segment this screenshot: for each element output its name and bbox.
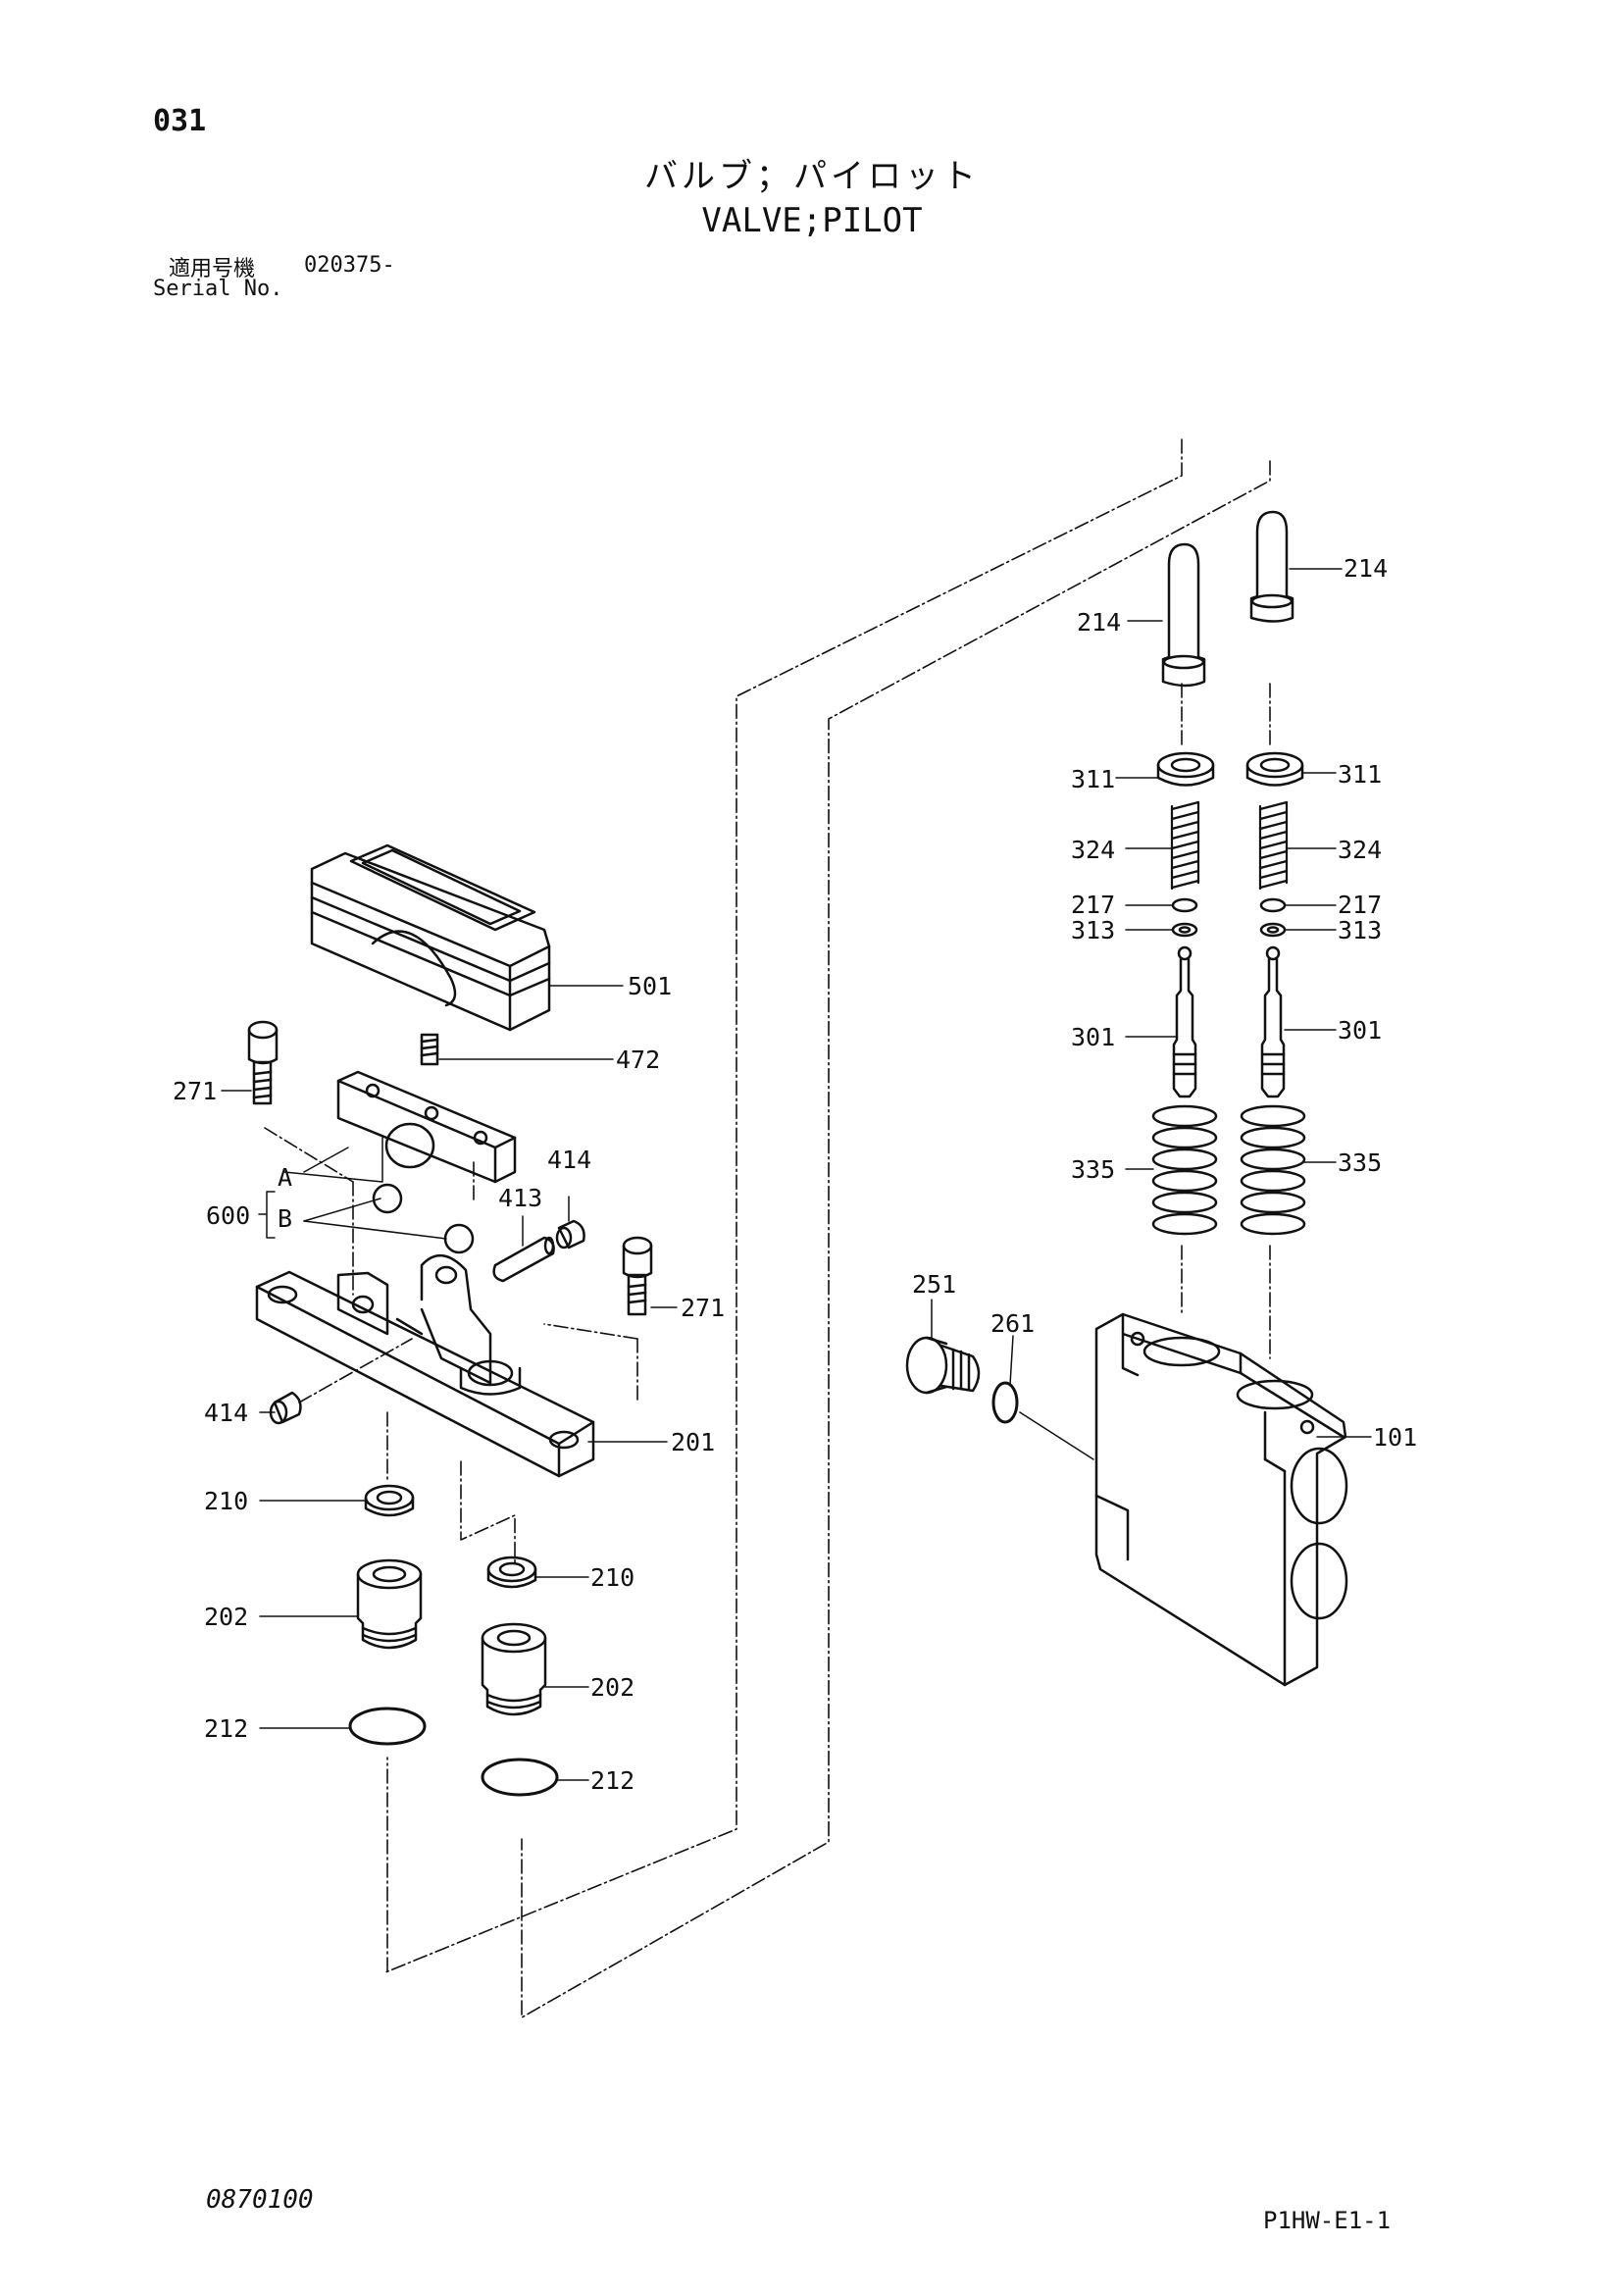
assembly-guide-lines bbox=[264, 438, 1271, 2018]
serial-number-value: 020375- bbox=[304, 253, 395, 278]
part-271-bolt-top bbox=[247, 1020, 279, 1105]
callout-214-right: 214 bbox=[1344, 554, 1389, 583]
callout-335-left: 335 bbox=[1071, 1155, 1116, 1184]
callout-313-right: 313 bbox=[1338, 916, 1383, 944]
serial-label-english: Serial No. bbox=[153, 277, 283, 301]
callout-251: 251 bbox=[912, 1270, 957, 1299]
callout-214-left: 214 bbox=[1077, 608, 1122, 637]
callout-202-right: 202 bbox=[590, 1673, 635, 1702]
part-600-cam-plate bbox=[336, 1070, 517, 1254]
callout-201: 201 bbox=[671, 1428, 716, 1456]
part-217-left bbox=[1171, 897, 1198, 913]
callout-271-top: 271 bbox=[173, 1077, 218, 1105]
callout-301-right: 301 bbox=[1338, 1016, 1383, 1045]
part-414-bushing-top bbox=[555, 1219, 585, 1250]
part-324-right bbox=[1258, 800, 1289, 891]
callout-217-right: 217 bbox=[1338, 891, 1383, 919]
part-201-base-plate bbox=[255, 1254, 595, 1478]
title-japanese: バルブ；パイロット bbox=[644, 157, 980, 196]
callout-212-left: 212 bbox=[204, 1714, 249, 1743]
callout-210-left: 210 bbox=[204, 1487, 249, 1515]
callout-324-left: 324 bbox=[1071, 836, 1116, 864]
part-414-bushing-left bbox=[269, 1391, 302, 1425]
part-212-o-ring-right bbox=[481, 1758, 559, 1797]
part-202-plug-left bbox=[356, 1558, 423, 1650]
callout-600-B: B bbox=[278, 1204, 293, 1233]
callout-414-left: 414 bbox=[204, 1399, 249, 1427]
part-313-left bbox=[1171, 922, 1198, 938]
sheet-code: P1HW-E1-1 bbox=[1263, 2207, 1392, 2234]
part-210-seal-right bbox=[486, 1556, 537, 1589]
part-101-valve-body bbox=[1094, 1312, 1348, 1687]
callout-261: 261 bbox=[990, 1309, 1036, 1338]
part-251-plug bbox=[905, 1336, 981, 1395]
callout-324-right: 324 bbox=[1338, 836, 1383, 864]
callout-101: 101 bbox=[1373, 1423, 1418, 1452]
callout-217-left: 217 bbox=[1071, 891, 1116, 919]
part-324-left bbox=[1170, 800, 1200, 891]
part-261-o-ring bbox=[991, 1381, 1019, 1424]
part-214-left bbox=[1161, 542, 1206, 688]
callout-472: 472 bbox=[616, 1046, 661, 1074]
leader-lines bbox=[221, 568, 1372, 1781]
part-313-right bbox=[1259, 922, 1287, 938]
callout-271-right: 271 bbox=[681, 1294, 726, 1322]
callout-311-right: 311 bbox=[1338, 760, 1383, 789]
part-311-left bbox=[1156, 751, 1215, 787]
callout-414-top: 414 bbox=[547, 1146, 592, 1174]
callout-311-left: 311 bbox=[1071, 765, 1116, 793]
part-301-right bbox=[1260, 945, 1286, 1098]
part-501-boot bbox=[310, 843, 551, 1032]
document-code: 0870100 bbox=[206, 2185, 314, 2215]
part-413-pin bbox=[492, 1236, 555, 1283]
callout-301-left: 301 bbox=[1071, 1023, 1116, 1051]
part-210-seal-left bbox=[364, 1484, 415, 1517]
callout-335-right: 335 bbox=[1338, 1148, 1383, 1177]
callout-202-left: 202 bbox=[204, 1603, 249, 1631]
part-335-right bbox=[1240, 1104, 1306, 1236]
callout-413: 413 bbox=[498, 1184, 543, 1212]
callout-600-A: A bbox=[278, 1163, 293, 1192]
page-number: 031 bbox=[153, 104, 207, 138]
part-301-left bbox=[1172, 945, 1197, 1098]
part-212-o-ring-left bbox=[348, 1707, 427, 1746]
part-271-bolt-right bbox=[622, 1236, 653, 1316]
title-english: VALVE;PILOT bbox=[701, 201, 923, 240]
part-311-right bbox=[1245, 751, 1304, 787]
part-217-right bbox=[1259, 897, 1287, 913]
part-202-plug-right bbox=[481, 1622, 547, 1716]
serial-label-japanese: 適用号機 bbox=[169, 257, 256, 281]
part-472-set-screw bbox=[420, 1033, 439, 1066]
callout-210-right: 210 bbox=[590, 1563, 635, 1592]
callout-501: 501 bbox=[628, 972, 673, 1000]
part-335-left bbox=[1151, 1104, 1218, 1236]
callout-212-right: 212 bbox=[590, 1766, 635, 1795]
callout-600: 600 bbox=[206, 1201, 251, 1230]
callout-313-left: 313 bbox=[1071, 916, 1116, 944]
part-214-right bbox=[1249, 510, 1294, 623]
